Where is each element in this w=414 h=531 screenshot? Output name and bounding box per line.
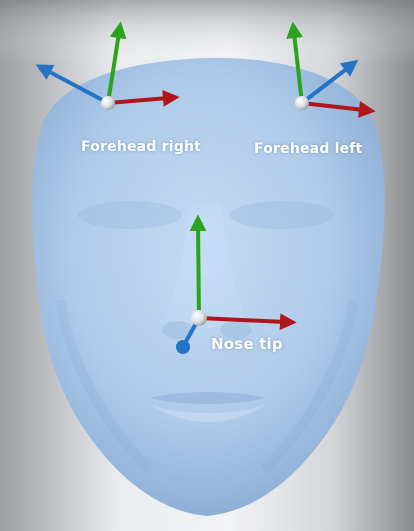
anchor-sphere: [191, 310, 207, 326]
label-nose-tip: Nose tip: [211, 335, 283, 353]
anchor-sphere: [295, 96, 309, 110]
y-axis-arrow: [198, 226, 199, 318]
label-forehead-right: Forehead right: [81, 139, 201, 155]
label-forehead-left: Forehead left: [254, 141, 363, 157]
z-axis-cap: [176, 340, 190, 354]
anchor-sphere: [101, 96, 115, 110]
